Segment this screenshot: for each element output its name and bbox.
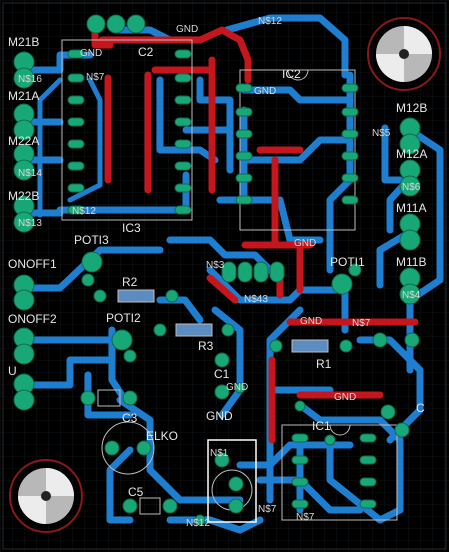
label-onoff2: ONOFF2 (8, 312, 57, 326)
resistor-r3 (153, 323, 235, 337)
net-n13: N$13 (18, 218, 42, 229)
connector-pads-right (399, 117, 421, 305)
ic2-pins (235, 83, 359, 205)
label-ic1: IC1 (312, 419, 331, 433)
net-gnd-4: GND (294, 238, 316, 249)
label-gnd-part: GND (206, 409, 233, 423)
ic2-outline (239, 69, 356, 231)
label-poti1: POTI1 (330, 255, 365, 269)
label-poti2: POTI2 (106, 311, 141, 325)
ic1-outline (281, 424, 398, 521)
label-r1: R1 (316, 357, 332, 371)
net-n7-3: N$7 (296, 512, 315, 523)
ic-left-pins (67, 49, 192, 215)
top-header-pads (86, 14, 146, 34)
connector-pads-left (13, 51, 35, 411)
net-gnd-3: GND (254, 86, 276, 97)
label-m22b: M22B (8, 189, 39, 203)
label-r3: R3 (198, 339, 214, 353)
capacitor-c5 (122, 497, 178, 515)
label-c2-partial: C2 (138, 45, 154, 59)
net-n12-2: N$12 (72, 206, 96, 217)
label-u: U (8, 364, 17, 378)
net-n7-2: N$7 (352, 318, 371, 329)
label-c5: C5 (128, 485, 144, 499)
vias (194, 382, 336, 526)
net-n12-1: N$12 (258, 16, 282, 27)
label-r2: R2 (122, 275, 138, 289)
ic2-left-outline (61, 39, 193, 221)
mounting-hole-bottom-left (9, 459, 83, 533)
net-n3-1: N$3 (206, 260, 225, 271)
elko-capacitor (101, 421, 155, 475)
mounting-hole-top-right (367, 17, 441, 91)
net-n16: N$16 (18, 74, 42, 85)
net-n1: N$1 (210, 448, 229, 459)
capacitor-c1 (214, 352, 230, 400)
ic1-pins (291, 433, 377, 509)
net-gnd-1: GND (176, 24, 198, 35)
label-m21a: M21A (8, 89, 39, 103)
label-m12b: M12B (396, 101, 427, 115)
net-n12-3: N$12 (186, 518, 210, 529)
capacitor-c3 (80, 389, 138, 407)
resistor-r1 (269, 339, 353, 353)
label-c1: C1 (214, 367, 230, 381)
label-c-right: C (416, 401, 425, 415)
label-m22a: M22A (8, 134, 39, 148)
label-ic2: IC2 (282, 67, 301, 81)
net-n4: N$4 (402, 290, 421, 301)
label-m11b: M11B (396, 255, 426, 269)
net-gnd-5: GND (300, 316, 322, 327)
net-n6: N$6 (402, 182, 421, 193)
poti-pads (81, 251, 362, 363)
net-n43: N$43 (244, 294, 268, 305)
middle-header-pads (221, 261, 285, 283)
net-gnd-7: GND (334, 392, 356, 403)
net-n5: N$5 (372, 128, 391, 139)
label-c3: C3 (122, 411, 138, 425)
highlight-box[interactable] (207, 439, 257, 523)
label-m12a: M12A (396, 147, 427, 161)
resistor-r2 (93, 289, 179, 303)
label-elko: ELKO (146, 429, 178, 443)
net-gnd-6: GND (226, 382, 248, 393)
net-n7-1: N$7 (86, 72, 105, 83)
label-ic3: IC3 (122, 221, 141, 235)
label-onoff1: ONOFF1 (8, 257, 57, 271)
regulator-pads (211, 452, 253, 514)
capacitor-right (372, 332, 420, 438)
label-poti3: POTI3 (74, 233, 109, 247)
label-m11a: M11A (396, 201, 426, 215)
label-m21b: M21B (8, 35, 39, 49)
net-gnd-2: GND (80, 48, 102, 59)
net-n7-4: N$7 (258, 504, 277, 515)
net-n14: N$14 (18, 168, 42, 179)
